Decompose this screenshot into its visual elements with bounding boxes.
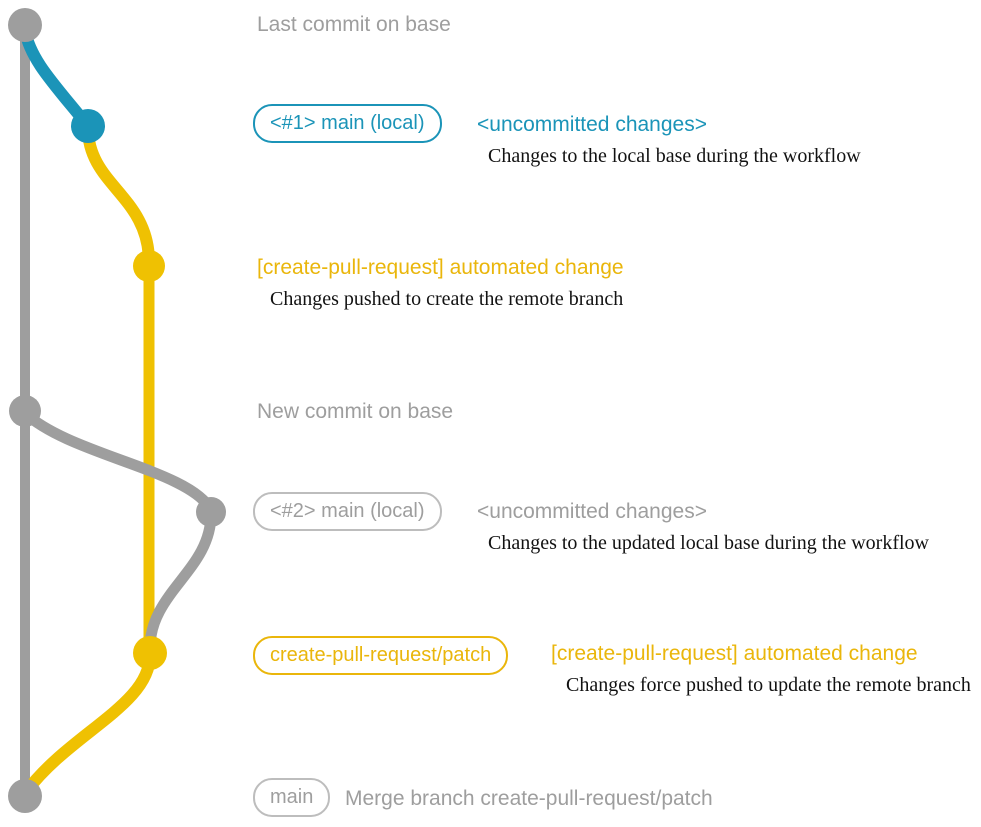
merge-commit-label: Merge branch create-pull-request/patch: [345, 787, 713, 810]
badge-main: main: [253, 778, 331, 817]
uncommitted-changes-1-title: <uncommitted changes>: [477, 113, 707, 136]
patch-branch-top-curve: [82, 122, 155, 268]
automated-change-1-title: [create-pull-request] automated change: [257, 256, 624, 279]
local-main-branch-curve: [19, 24, 94, 132]
uncommitted-changes-2-title: <uncommitted changes>: [477, 500, 707, 523]
badge-patch-branch: create-pull-request/patch: [253, 636, 509, 675]
badge-main-local-2: <#2> main (local): [253, 492, 442, 531]
patch-merge-bottom-curve: [20, 649, 156, 798]
commit-dot-automated-1: [133, 250, 165, 282]
uncommitted-changes-2-desc: Changes to the updated local base during…: [488, 532, 929, 554]
commit-dot-uncommitted-2: [196, 497, 226, 527]
commit-dot-last-base: [8, 8, 42, 42]
base-new-commit-curve: [19, 407, 217, 516]
commit-dot-merge: [8, 779, 42, 813]
badge-main-local-1: <#1> main (local): [253, 104, 442, 143]
new-commit-label: New commit on base: [257, 400, 454, 423]
commit-dot-uncommitted-1: [71, 109, 105, 143]
automated-change-1-desc: Changes pushed to create the remote bran…: [270, 288, 624, 310]
last-commit-label: Last commit on base: [257, 13, 451, 36]
commit-dot-automated-2: [133, 636, 167, 670]
base-rebase-curve: [144, 508, 217, 654]
automated-change-2-title: [create-pull-request] automated change: [551, 642, 918, 665]
automated-change-2-desc: Changes force pushed to update the remot…: [566, 674, 971, 696]
uncommitted-changes-1-desc: Changes to the local base during the wor…: [488, 145, 861, 167]
commit-dot-new-base: [9, 395, 41, 427]
